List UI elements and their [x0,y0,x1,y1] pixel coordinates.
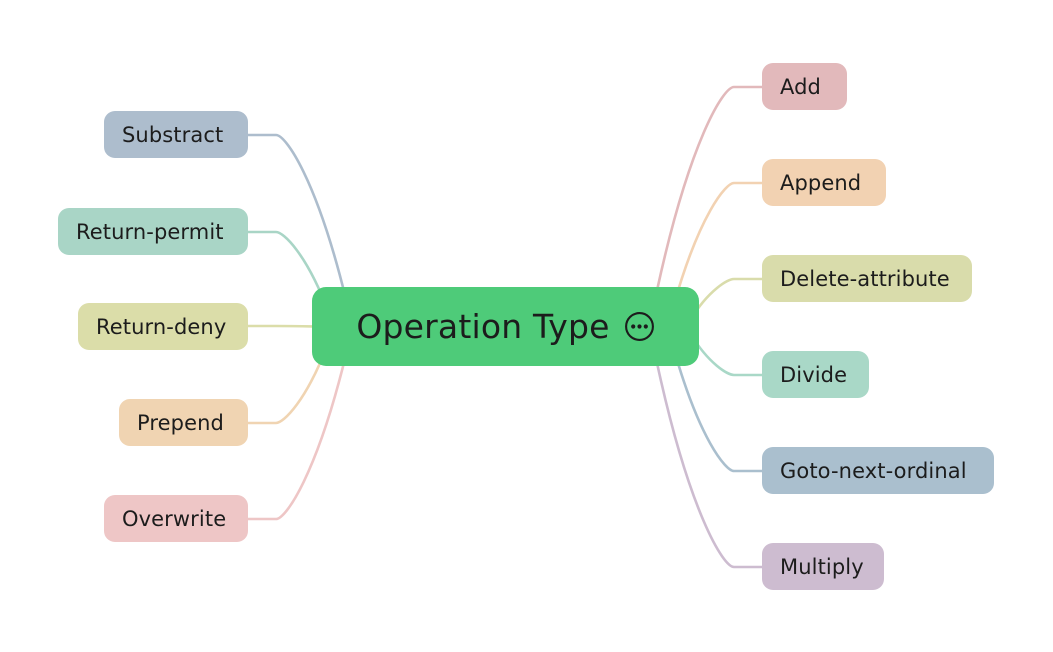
central-node-label: Operation Type [356,307,610,346]
branch-node-add[interactable]: Add [762,63,847,110]
connector-multiply [655,361,764,569]
connector-goto-next-ordinal [672,347,764,473]
branch-node-label: Return-permit [76,219,224,244]
branch-node-divide[interactable]: Divide [762,351,869,398]
branch-node-delete-attribute[interactable]: Delete-attribute [762,255,972,302]
branch-node-label: Append [780,170,862,195]
connector-divide [689,332,764,377]
branch-node-multiply[interactable]: Multiply [762,543,884,590]
branch-node-goto-next-ordinal[interactable]: Goto-next-ordinal [762,447,994,494]
branch-node-return-deny[interactable]: Return-deny [78,303,248,350]
branch-node-label: Overwrite [122,506,227,531]
branch-node-label: Substract [122,122,224,147]
connector-add [655,85,764,292]
ellipsis-circle-icon[interactable] [624,311,655,342]
branch-node-label: Add [780,74,821,99]
connector-substract [246,133,347,299]
branch-node-label: Prepend [137,410,224,435]
branch-node-return-permit[interactable]: Return-permit [58,208,248,255]
branch-node-label: Divide [780,362,848,387]
branch-node-append[interactable]: Append [762,159,886,206]
branch-node-label: Delete-attribute [780,266,950,291]
branch-node-overwrite[interactable]: Overwrite [104,495,248,542]
branch-node-label: Goto-next-ordinal [780,458,967,483]
branch-node-label: Return-deny [96,314,227,339]
central-node-operation-type[interactable]: Operation Type [312,287,699,366]
branch-node-prepend[interactable]: Prepend [119,399,248,446]
branch-node-substract[interactable]: Substract [104,111,248,158]
branch-node-label: Multiply [780,554,864,579]
connector-overwrite [246,354,347,521]
connector-delete-attribute [689,277,764,321]
